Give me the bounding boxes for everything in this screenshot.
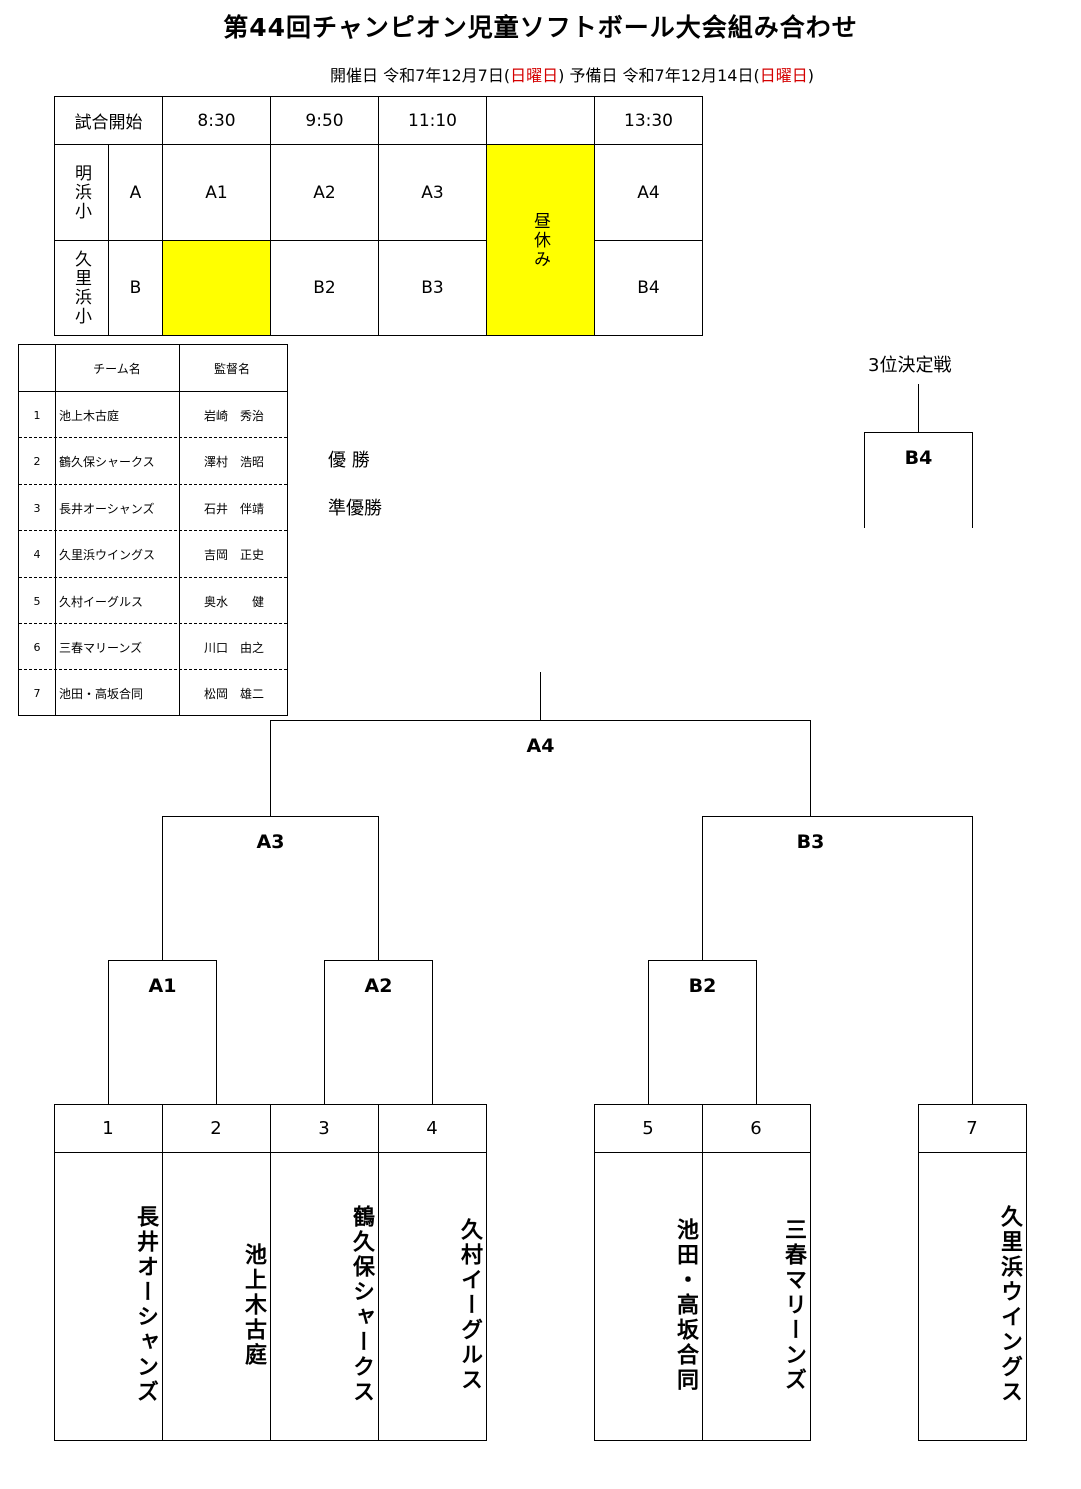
court-b-code: B — [108, 240, 163, 336]
lunch-break: 昼休み — [486, 144, 595, 336]
court-a-code: A — [108, 144, 163, 241]
roster-col-coach: 監督名 — [213, 361, 250, 376]
venue-b: 久里浜小 — [54, 240, 109, 336]
schedule-time: 9:50 — [270, 96, 379, 145]
slot-team-name: 久里浜ウイングス — [997, 1205, 1022, 1405]
schedule-header-label: 試合開始 — [54, 96, 163, 145]
third-place-game: B4 — [904, 447, 933, 469]
runnerup-label: 準優勝 — [328, 498, 382, 519]
slot-team-name: 鶴久保シャークス — [349, 1205, 374, 1405]
page-title: 第44回チャンピオン児童ソフトボール大会組み合わせ — [223, 13, 858, 42]
slot-group-right — [918, 1104, 1027, 1441]
final-game: A4 — [526, 735, 555, 757]
reserve-date: 令和7年12月14日 — [622, 66, 754, 85]
schedule-time: 13:30 — [594, 96, 703, 145]
champion-label: 優 勝 — [328, 450, 370, 471]
third-place-label: 3位決定戦 — [868, 355, 952, 376]
game-cell: A2 — [270, 144, 379, 241]
game-cell: A1 — [162, 144, 271, 241]
game-cell: A3 — [378, 144, 487, 241]
slot-team-name: 久村イーグルス — [457, 1217, 482, 1393]
event-date-label: 開催日 — [330, 66, 379, 85]
game-cell: B2 — [270, 240, 379, 336]
slot-number: 4 — [426, 1118, 438, 1139]
schedule-table: 試合開始 8:30 9:50 11:10 13:30 明浜小 A A1 A2 A… — [54, 96, 703, 336]
slot-team-name: 池上木古庭 — [241, 1242, 266, 1368]
slot-team-name: 三春マリーンズ — [781, 1217, 806, 1393]
slot-number: 3 — [318, 1118, 330, 1139]
slot-number: 6 — [750, 1118, 762, 1139]
slot-number: 1 — [102, 1118, 114, 1139]
game-cell: A4 — [594, 144, 703, 241]
game-cell: B4 — [594, 240, 703, 336]
roster-col-team: チーム名 — [93, 361, 141, 376]
reserve-day: 日曜日 — [759, 66, 808, 85]
game-cell: B3 — [378, 240, 487, 336]
quarter-game-b2: B2 — [688, 975, 717, 997]
slot-number: 5 — [642, 1118, 654, 1139]
quarter-game-a1: A1 — [148, 975, 177, 997]
event-date: 令和7年12月7日 — [383, 66, 504, 85]
slot-number: 2 — [210, 1118, 222, 1139]
schedule-time — [486, 96, 595, 145]
slot-team-name: 池田・高坂合同 — [673, 1217, 698, 1393]
slot-number: 7 — [966, 1118, 978, 1139]
venue-a: 明浜小 — [54, 144, 109, 241]
schedule-time: 11:10 — [378, 96, 487, 145]
semi-game-b3: B3 — [796, 831, 825, 853]
slot-team-name: 長井オーシャンズ — [133, 1205, 158, 1405]
event-dates: 開催日 令和7年12月7日(日曜日) 予備日 令和7年12月14日(日曜日) — [330, 66, 814, 85]
reserve-date-label: 予備日 — [569, 66, 618, 85]
semi-game-a3: A3 — [256, 831, 285, 853]
quarter-game-a2: A2 — [364, 975, 393, 997]
game-cell-empty — [162, 240, 271, 336]
schedule-time: 8:30 — [162, 96, 271, 145]
event-day: 日曜日 — [510, 66, 559, 85]
